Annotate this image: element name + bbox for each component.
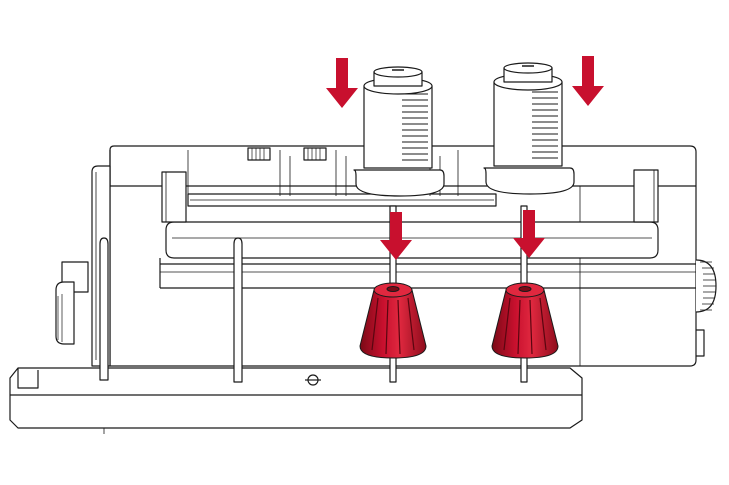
base-plate [9, 367, 583, 434]
spool-left-thread-lines [402, 93, 428, 161]
arrow-down-cap-right [513, 210, 545, 258]
handwheel [55, 261, 89, 345]
thread-guide-plate [187, 147, 497, 207]
arrow-down-left [326, 58, 358, 108]
right-dial [695, 259, 717, 357]
spool-pin-rear-left [99, 237, 109, 381]
spool-cap-right [491, 282, 559, 359]
spool-right [483, 62, 575, 195]
spool-cap-left [359, 282, 427, 359]
spool-right-thread-lines [532, 91, 558, 159]
spool-pin-rear-mid [233, 237, 243, 383]
arrow-down-cap-left [380, 212, 412, 260]
spool-left [353, 66, 445, 197]
arrow-down-right [572, 56, 604, 106]
